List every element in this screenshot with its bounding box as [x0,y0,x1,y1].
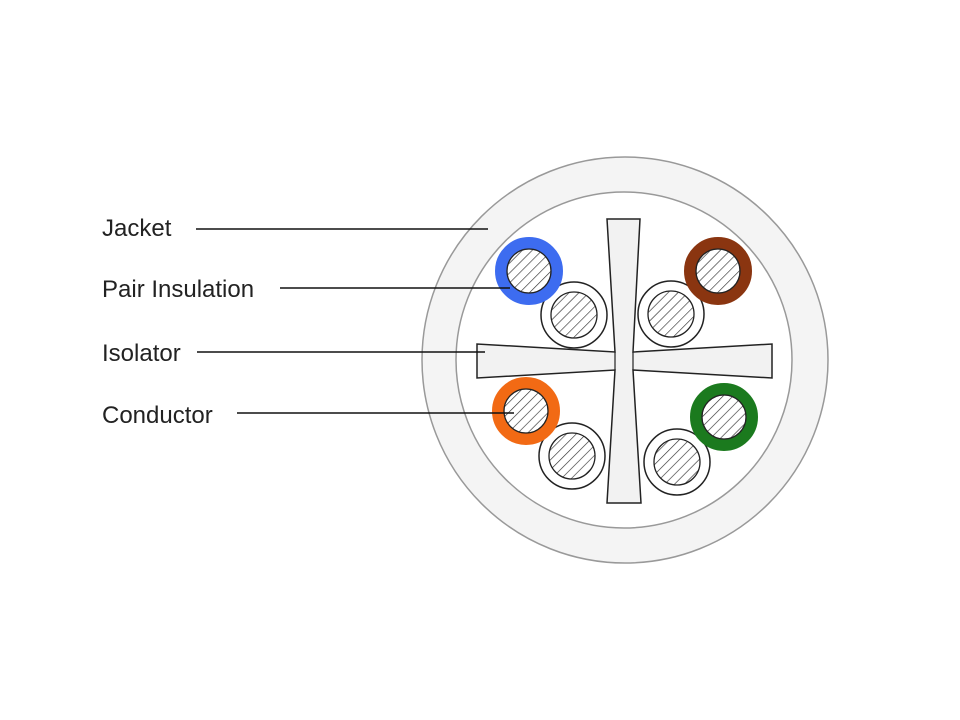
wire-white-green [643,428,711,496]
label-jacket: Jacket [102,215,488,242]
wire-white-orange [538,422,606,490]
conductor-brown [695,248,741,294]
conductor-white-green [653,438,701,486]
conductor-white-brown [647,290,695,338]
isolator-center-lines [614,352,634,370]
wire-orange [492,377,560,445]
wire-blue [495,237,563,305]
pair-insulation-orange [492,377,560,445]
wire-white-brown [637,280,705,348]
conductor-orange [503,388,549,434]
svg-text:Jacket: Jacket [102,215,172,242]
label-isolator: Isolator [102,340,485,367]
svg-text:Isolator: Isolator [102,340,181,367]
wire-green [690,383,758,451]
conductor-green [701,394,747,440]
conductor-white-blue [550,291,598,339]
wire-brown [684,237,752,305]
wire-white-blue [540,281,608,349]
svg-text:Conductor: Conductor [102,402,213,429]
label-conductor: Conductor [102,402,514,429]
pair-insulation-green [690,383,758,451]
conductor-blue [506,248,552,294]
pair-insulation-brown [684,237,752,305]
conductor-white-orange [548,432,596,480]
svg-text:Pair Insulation: Pair Insulation [102,276,254,303]
pair-insulation-blue [495,237,563,305]
label-pair-insulation: Pair Insulation [102,276,510,303]
